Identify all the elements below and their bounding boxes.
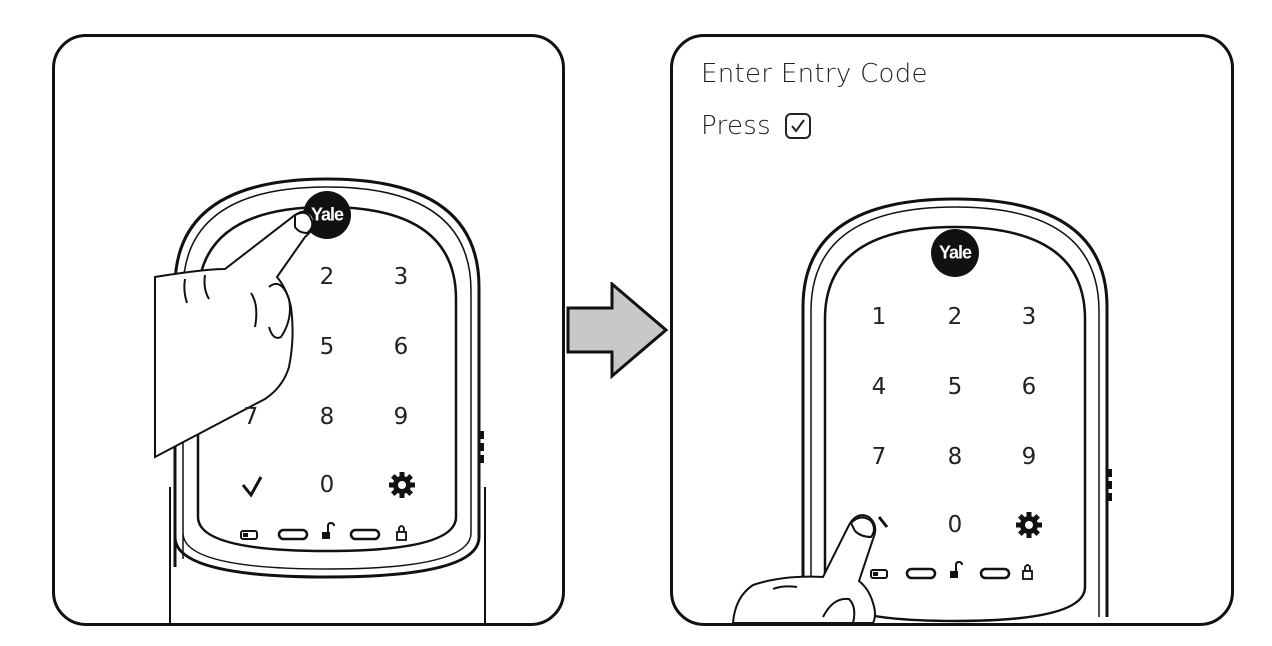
right-arrow-icon: [566, 282, 669, 380]
yale-logo-badge: [303, 191, 351, 239]
gear-icon: [1016, 512, 1042, 538]
status-indicator-bar: [870, 560, 1033, 580]
key-1[interactable]: 1: [871, 304, 887, 330]
key-2[interactable]: 2: [319, 264, 335, 290]
locked-padlock-icon: [396, 525, 407, 541]
instruction-press-check: Press: [701, 111, 811, 141]
key-5[interactable]: 5: [947, 374, 963, 400]
status-indicator-bar: [240, 521, 407, 541]
checkmark-icon: [241, 476, 263, 498]
instruction-press-label: Press: [701, 111, 771, 141]
brand-logo-text: Yale: [310, 204, 344, 225]
key-0[interactable]: 0: [319, 472, 335, 498]
step-panel-left: Yale 2 3 5 6 7 8 9 0: [52, 34, 565, 626]
key-7[interactable]: 7: [243, 404, 259, 430]
checkmark-icon: [877, 516, 889, 528]
key-9[interactable]: 9: [393, 404, 409, 430]
key-9[interactable]: 9: [1021, 444, 1037, 470]
keypad-lock-illustration: [731, 197, 1112, 623]
locked-padlock-icon: [1022, 564, 1033, 580]
hand-finger-icon: [154, 210, 315, 459]
battery-icon: [240, 530, 258, 540]
unlocked-padlock-icon: [322, 521, 335, 539]
step-panel-right: Enter Entry Code Press: [670, 34, 1234, 626]
key-8[interactable]: 8: [319, 404, 335, 430]
key-3[interactable]: 3: [1021, 304, 1037, 330]
checkbox-check-icon: [784, 113, 811, 139]
instruction-enter-code: Enter Entry Code: [701, 59, 928, 89]
key-6[interactable]: 6: [393, 334, 409, 360]
key-3[interactable]: 3: [393, 264, 409, 290]
brand-logo-text: Yale: [938, 242, 972, 263]
key-7[interactable]: 7: [871, 444, 887, 470]
key-4[interactable]: 4: [871, 374, 887, 400]
keypad-lock-illustration: [154, 177, 486, 623]
hand-finger-icon: [731, 514, 877, 623]
unlocked-padlock-icon: [950, 560, 963, 578]
yale-logo-badge: [931, 229, 979, 277]
battery-icon: [870, 569, 888, 579]
key-8[interactable]: 8: [947, 444, 963, 470]
key-0[interactable]: 0: [947, 512, 963, 538]
gear-icon: [389, 472, 415, 498]
key-2[interactable]: 2: [947, 304, 963, 330]
key-5[interactable]: 5: [319, 334, 335, 360]
key-6[interactable]: 6: [1021, 374, 1037, 400]
